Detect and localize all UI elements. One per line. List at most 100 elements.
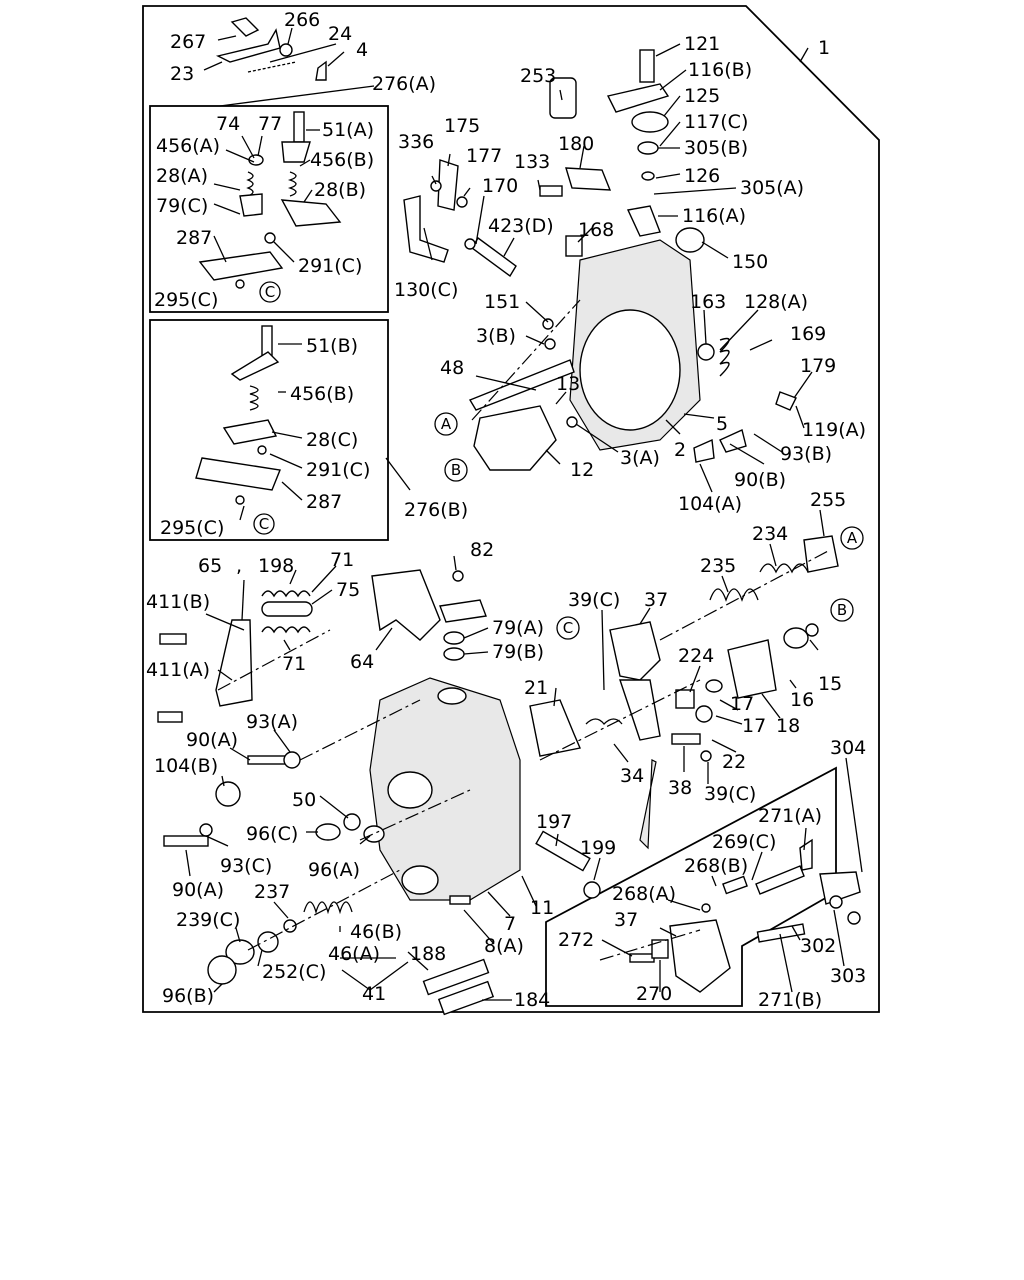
- label-188: 188: [410, 943, 446, 965]
- label-17a: 17: [730, 693, 754, 715]
- label-23: 23: [170, 63, 194, 85]
- label-179: 179: [800, 355, 836, 377]
- svg-text:A: A: [847, 529, 858, 547]
- label-302: 302: [800, 935, 836, 957]
- callout-a-right: A: [840, 526, 864, 550]
- label-96a: 96(A): [308, 859, 360, 881]
- label-291c-top: 291(C): [298, 255, 362, 277]
- label-28a: 28(A): [156, 165, 208, 187]
- label-28c: 28(C): [306, 429, 358, 451]
- label-456a: 456(A): [156, 135, 220, 157]
- label-269c: 269(C): [712, 831, 776, 853]
- label-423d: 423(D): [488, 215, 554, 237]
- label-276b: 276(B): [404, 499, 468, 521]
- label-4: 4: [356, 39, 368, 61]
- callout-c-top: C: [259, 281, 281, 303]
- label-180: 180: [558, 133, 594, 155]
- label-93b: 93(B): [780, 443, 832, 465]
- subassembly-box-276b: [149, 319, 389, 541]
- callout-markers: A B C C A B C: [253, 281, 864, 640]
- label-234: 234: [752, 523, 788, 545]
- label-64: 64: [350, 651, 374, 673]
- label-295c-mid: 295(C): [160, 517, 224, 539]
- label-304: 304: [830, 737, 866, 759]
- label-271b: 271(B): [758, 989, 822, 1011]
- label-16: 16: [790, 689, 814, 711]
- part-labels: 1 267 266 24 4 23 276(A) 74 77 51(A) 456…: [146, 9, 866, 1011]
- label-224: 224: [678, 645, 714, 667]
- label-126: 126: [684, 165, 720, 187]
- label-104b: 104(B): [154, 755, 218, 777]
- label-252c: 252(C): [262, 961, 326, 983]
- label-175: 175: [444, 115, 480, 137]
- label-295c-top: 295(C): [154, 289, 218, 311]
- label-197: 197: [536, 811, 572, 833]
- callout-b-right: B: [830, 598, 854, 622]
- label-50: 50: [292, 789, 316, 811]
- label-125: 125: [684, 85, 720, 107]
- label-34: 34: [620, 765, 644, 787]
- label-79c: 79(C): [156, 195, 208, 217]
- label-11: 11: [530, 897, 554, 919]
- label-266: 266: [284, 9, 320, 31]
- leader-lines: [185, 27, 863, 1001]
- label-48: 48: [440, 357, 464, 379]
- callout-c-mid: C: [253, 513, 275, 535]
- label-74: 74: [216, 113, 240, 135]
- label-39c-bot: 39(C): [704, 783, 756, 805]
- label-8a: 8(A): [484, 935, 524, 957]
- label-150: 150: [732, 251, 768, 273]
- label-71-top: 71: [330, 549, 354, 571]
- label-119a: 119(A): [802, 419, 866, 441]
- label-177: 177: [466, 145, 502, 167]
- subassembly-box-276a: [149, 105, 389, 313]
- label-168: 168: [578, 219, 614, 241]
- label-75: 75: [336, 579, 360, 601]
- label-456b-mid: 456(B): [290, 383, 354, 405]
- label-46b: 46(B): [350, 921, 402, 943]
- label-79a: 79(A): [492, 617, 544, 639]
- label-3a: 3(A): [620, 447, 660, 469]
- label-90a-bot: 90(A): [172, 879, 224, 901]
- label-93c: 93(C): [220, 855, 272, 877]
- label-71-mid: 71: [282, 653, 306, 675]
- label-411b: 411(B): [146, 591, 210, 613]
- svg-text:C: C: [259, 515, 269, 533]
- label-39c-top: 39(C): [568, 589, 620, 611]
- label-184: 184: [514, 989, 550, 1011]
- label-303: 303: [830, 965, 866, 987]
- label-37-top: 37: [644, 589, 668, 611]
- label-18: 18: [776, 715, 800, 737]
- label-28b: 28(B): [314, 179, 366, 201]
- label-7: 7: [504, 913, 516, 935]
- label-117c: 117(C): [684, 111, 748, 133]
- callout-a-left: A: [434, 412, 458, 436]
- label-169: 169: [790, 323, 826, 345]
- label-3b: 3(B): [476, 325, 516, 347]
- label-411a: 411(A): [146, 659, 210, 681]
- part-shapes: [157, 17, 861, 1016]
- label-77: 77: [258, 113, 282, 135]
- label-24: 24: [328, 23, 352, 45]
- subassembly-box-bottom-right: [545, 766, 837, 1007]
- label-37-bot: 37: [614, 909, 638, 931]
- label-336: 336: [398, 131, 434, 153]
- label-456b-top: 456(B): [310, 149, 374, 171]
- label-65: 65: [198, 555, 222, 577]
- label-38: 38: [668, 777, 692, 799]
- label-130c: 130(C): [394, 279, 458, 301]
- label-51b: 51(B): [306, 335, 358, 357]
- assembly-lines: [217, 299, 831, 961]
- svg-text:C: C: [563, 619, 573, 637]
- svg-text:C: C: [265, 283, 275, 301]
- label-2: 2: [674, 439, 686, 461]
- label-15: 15: [818, 673, 842, 695]
- svg-text:B: B: [451, 461, 461, 479]
- label-163: 163: [690, 291, 726, 313]
- label-268b: 268(B): [684, 855, 748, 877]
- label-255: 255: [810, 489, 846, 511]
- label-128a: 128(A): [744, 291, 808, 313]
- label-133: 133: [514, 151, 550, 173]
- label-41: 41: [362, 983, 386, 1005]
- label-51a: 51(A): [322, 119, 374, 141]
